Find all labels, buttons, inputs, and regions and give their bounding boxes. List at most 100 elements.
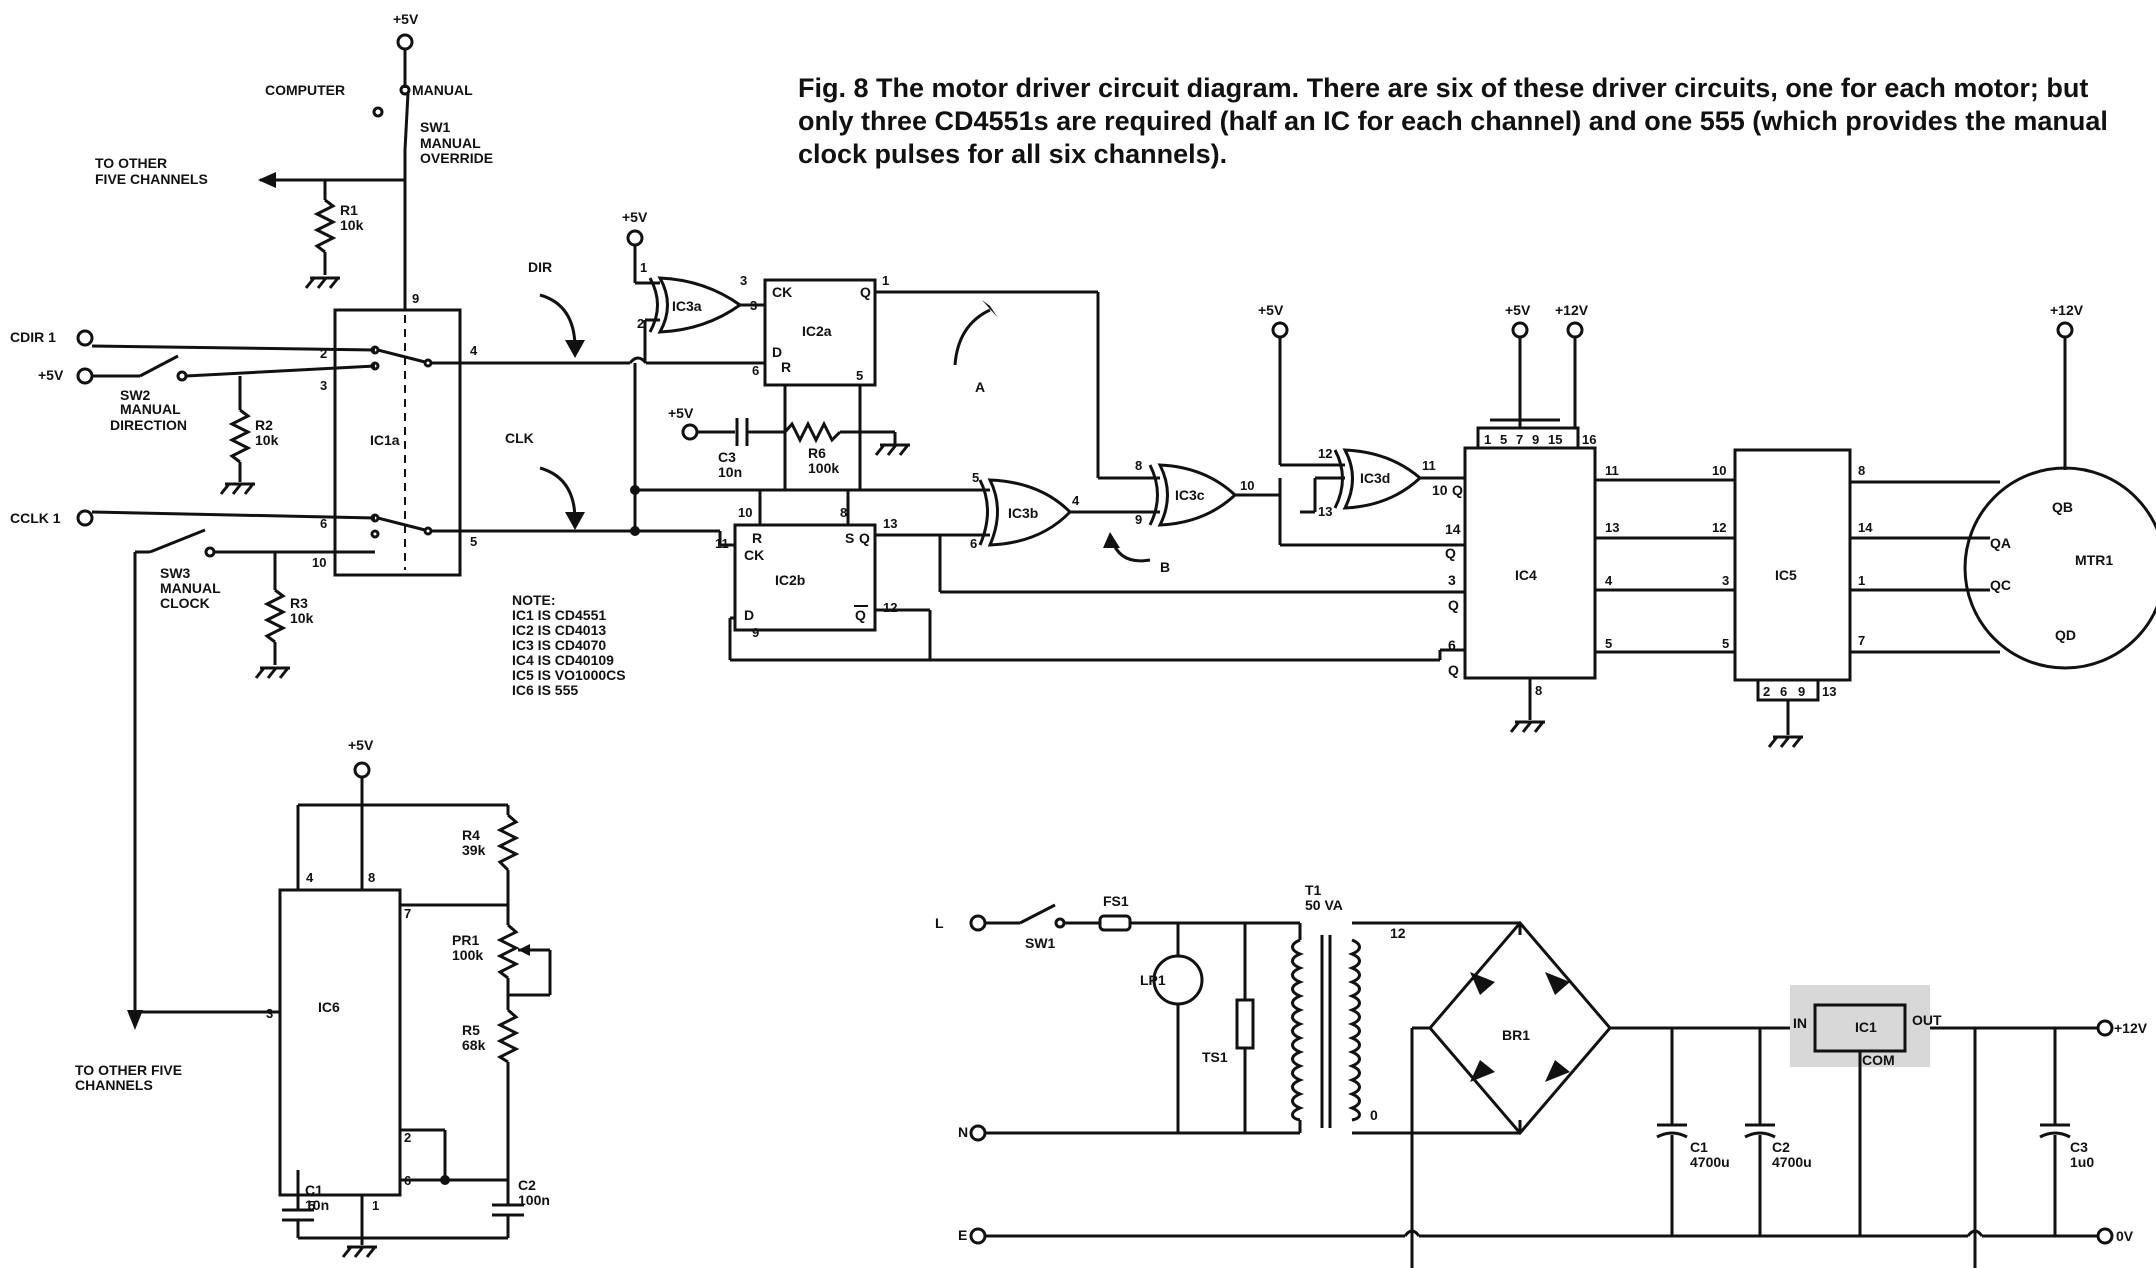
- svg-text:D: D: [772, 344, 782, 360]
- svg-text:5: 5: [856, 368, 863, 383]
- note-line: IC4 IS CD40109: [512, 652, 614, 668]
- psu-in-label: IN: [1793, 1015, 1807, 1031]
- svg-text:10: 10: [738, 505, 752, 520]
- signal-dir: DIR: [528, 259, 585, 358]
- resistor-r1: R1 10k: [304, 180, 364, 289]
- svg-text:11: 11: [1605, 463, 1619, 478]
- sw1-desc1: MANUAL: [420, 135, 481, 151]
- svg-text:4: 4: [1605, 573, 1613, 588]
- svg-text:5: 5: [972, 470, 979, 485]
- psu-out-label: OUT: [1912, 1012, 1942, 1028]
- psu-ts1-label: TS1: [1202, 1049, 1228, 1065]
- r3-name: R3: [290, 595, 308, 611]
- svg-text:15: 15: [1548, 432, 1562, 447]
- svg-text:9: 9: [1135, 512, 1142, 527]
- psu-t1-rating: 50 VA: [1305, 897, 1343, 913]
- psu-out-0v: 0V: [2116, 1228, 2134, 1244]
- svg-text:3: 3: [750, 298, 757, 313]
- svg-text:10: 10: [1432, 482, 1448, 498]
- psu-c1-name: C1: [1690, 1139, 1708, 1155]
- svg-text:5: 5: [308, 1198, 315, 1213]
- svg-text:10: 10: [1712, 463, 1726, 478]
- svg-text:10: 10: [312, 555, 326, 570]
- sw3-desc2: CLOCK: [160, 595, 210, 611]
- sw2-desc2: DIRECTION: [110, 417, 187, 433]
- sw2-desc1: MANUAL: [120, 401, 181, 417]
- power-supply: L N E SW1 FS1 LP1 TS1 T1 50 VA 12 0: [935, 882, 2148, 1268]
- c3-supply-label: +5V: [668, 405, 694, 421]
- svg-text:7: 7: [1858, 633, 1865, 648]
- to-other-label-4: CHANNELS: [75, 1077, 153, 1093]
- sw1-computer-label: COMPUTER: [265, 82, 345, 98]
- psu-tap-label: 12: [1390, 925, 1406, 941]
- svg-text:6: 6: [1780, 684, 1787, 699]
- svg-text:2: 2: [637, 316, 644, 331]
- b-label: B: [1160, 559, 1170, 575]
- r1-value: 10k: [340, 217, 364, 233]
- svg-text:9: 9: [1798, 684, 1805, 699]
- psu-c1-value: 4700u: [1690, 1154, 1730, 1170]
- a-label: A: [975, 379, 985, 395]
- psu-fs1-label: FS1: [1103, 893, 1129, 909]
- figure-caption: Fig. 8 The motor driver circuit diagram.…: [798, 73, 2108, 169]
- svg-text:2: 2: [404, 1130, 411, 1145]
- r2-name: R2: [255, 417, 273, 433]
- psu-out-12v: +12V: [2114, 1020, 2148, 1036]
- note-line: IC5 IS VO1000CS: [512, 667, 626, 683]
- ic3b-xor: IC3b 5 6 4: [938, 470, 1465, 594]
- ic3d-label: IC3d: [1360, 470, 1390, 486]
- ic6-supply-label: +5V: [348, 737, 374, 753]
- psu-sw1-label: SW1: [1025, 935, 1056, 951]
- svg-text:Q: Q: [860, 284, 871, 300]
- signal-b: B: [1103, 532, 1170, 575]
- note-line: IC3 IS CD4070: [512, 637, 606, 653]
- svg-text:Q: Q: [1448, 662, 1459, 678]
- svg-text:R: R: [781, 359, 791, 375]
- motor-qc: QC: [1990, 577, 2011, 593]
- svg-text:Q: Q: [855, 607, 866, 623]
- svg-text:R: R: [752, 530, 762, 546]
- input-cdir: CDIR 1: [10, 329, 376, 352]
- svg-text:6: 6: [320, 516, 327, 531]
- svg-text:4: 4: [470, 343, 478, 358]
- r2-value: 10k: [255, 432, 279, 448]
- svg-text:5: 5: [1722, 636, 1729, 651]
- svg-text:5: 5: [470, 534, 477, 549]
- psu-l-label: L: [935, 915, 944, 931]
- c3-value: 10n: [718, 464, 742, 480]
- cdir-label: CDIR 1: [10, 329, 56, 345]
- c2-name: C2: [518, 1177, 536, 1193]
- svg-text:10: 10: [1240, 478, 1254, 493]
- svg-text:2: 2: [1763, 684, 1770, 699]
- to-other-channels-top: TO OTHER FIVE CHANNELS: [95, 155, 405, 188]
- r4-name: R4: [462, 827, 480, 843]
- sw1-desc2: OVERRIDE: [420, 150, 493, 166]
- svg-text:11: 11: [1422, 458, 1436, 473]
- psu-tap0-label: 0: [1370, 1107, 1378, 1123]
- resistor-r3: R3 10k: [254, 552, 314, 679]
- psu-br1-label: BR1: [1502, 1027, 1530, 1043]
- ic4-supply-12v: +12V: [1555, 302, 1589, 318]
- r4-value: 39k: [462, 842, 486, 858]
- svg-text:3: 3: [740, 273, 747, 288]
- to-other-label-1: TO OTHER: [95, 155, 167, 171]
- sw1-name: SW1: [420, 119, 451, 135]
- psu-c3-value: 1u0: [2070, 1154, 2094, 1170]
- pr1-value: 100k: [452, 947, 483, 963]
- timing-caps: C2 100n C1 10n: [282, 1140, 550, 1258]
- sw2-name: SW2: [120, 387, 151, 403]
- ic-note: NOTE: IC1 IS CD4551 IC2 IS CD4013 IC3 IS…: [512, 592, 626, 698]
- motor-name: MTR1: [2075, 552, 2113, 568]
- ic6-label: IC6: [318, 999, 340, 1015]
- note-line: IC2 IS CD4013: [512, 622, 606, 638]
- cclk-label: CCLK 1: [10, 510, 61, 526]
- svg-text:7: 7: [404, 906, 411, 921]
- psu-com-label: COM: [1862, 1052, 1895, 1068]
- svg-text:Q: Q: [859, 530, 870, 546]
- pr1-name: PR1: [452, 932, 479, 948]
- psu-lp1-label: LP1: [1140, 972, 1166, 988]
- ic1a-label: IC1a: [370, 432, 400, 448]
- svg-text:CK: CK: [744, 547, 764, 563]
- svg-text:Q: Q: [1452, 482, 1463, 498]
